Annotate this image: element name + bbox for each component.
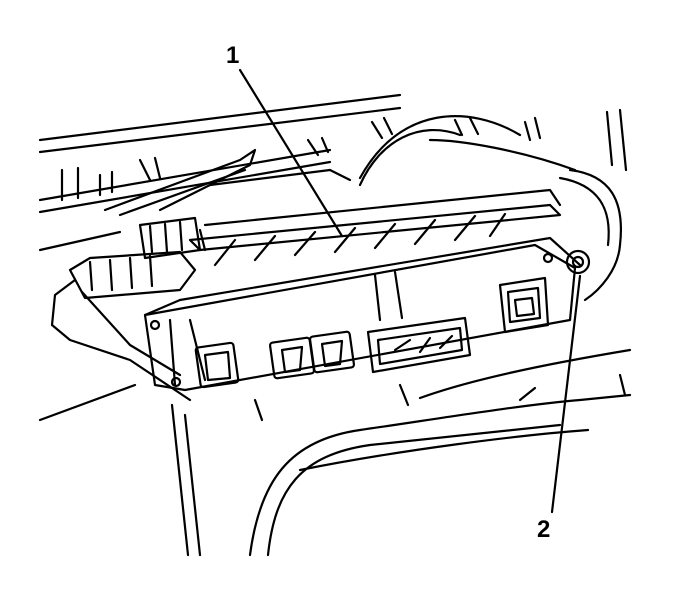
fastener-bolt — [565, 249, 591, 275]
callout-label-2: 2 — [537, 516, 551, 543]
dashboard-structure — [38, 93, 632, 557]
left-connector-block — [68, 216, 202, 300]
callout-label-1: 1 — [226, 42, 240, 69]
leader-line-2 — [550, 274, 582, 514]
leader-line-1 — [238, 68, 344, 238]
control-module — [143, 188, 582, 392]
